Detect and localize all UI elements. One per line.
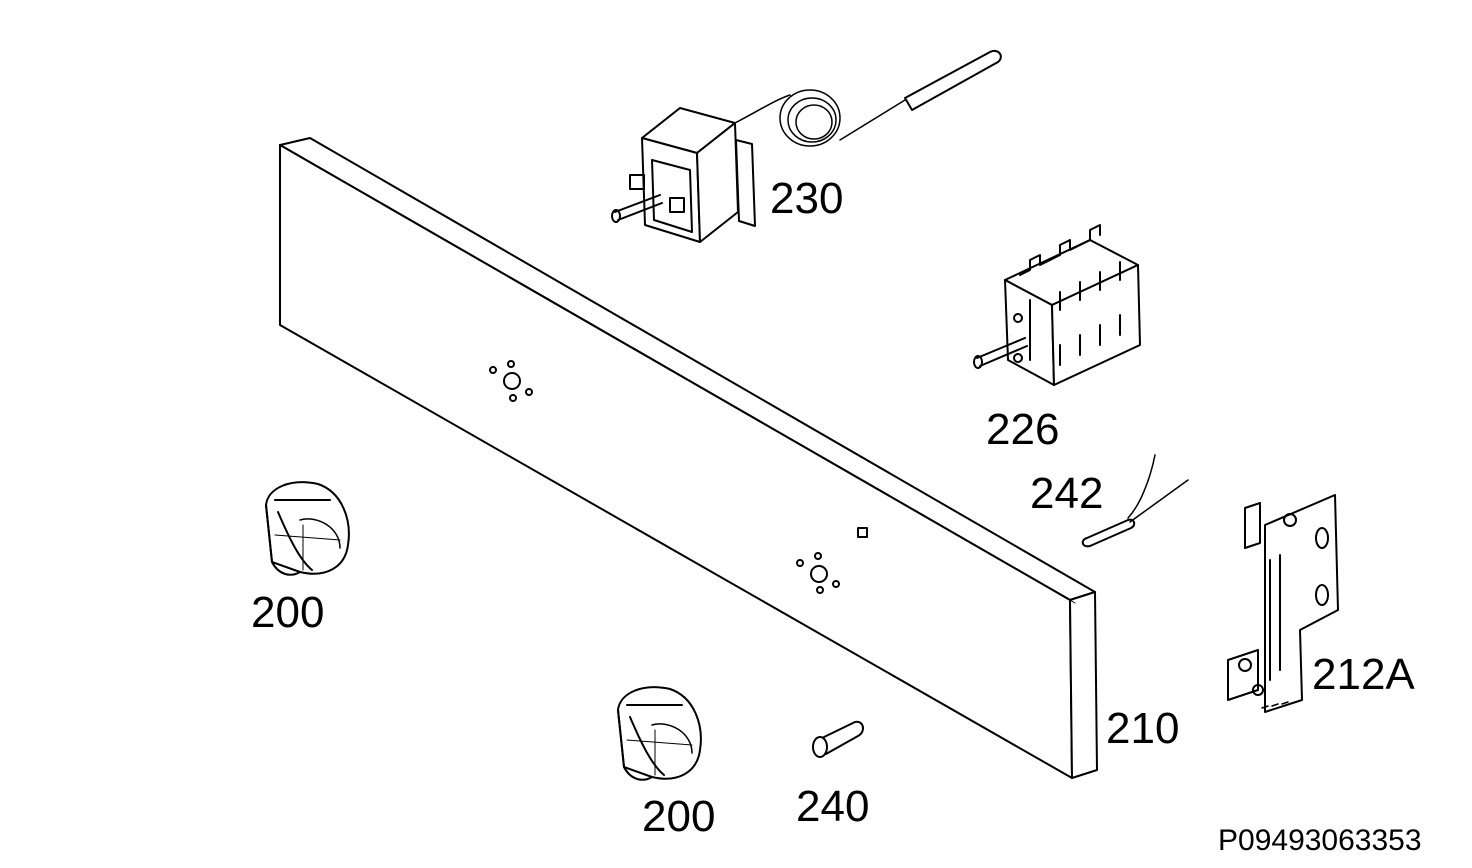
part-label-240: 240 — [796, 782, 870, 831]
thermostat-part — [611, 50, 1002, 243]
knob-bottom-part — [617, 686, 702, 781]
control-panel-part — [279, 137, 1098, 779]
part-label-200-left: 200 — [251, 588, 325, 637]
hinge-bracket-part — [1227, 494, 1339, 713]
part-label-242: 242 — [1030, 469, 1104, 518]
knob-left-part — [265, 481, 350, 576]
part-label-212a: 212A — [1312, 650, 1415, 699]
part-label-230: 230 — [770, 174, 844, 223]
part-label-200-bottom: 200 — [642, 792, 716, 841]
part-label-226: 226 — [986, 405, 1060, 454]
selector-switch-part — [973, 224, 1141, 386]
sensor-part — [1081, 454, 1189, 548]
indicator-lamp-part — [812, 720, 864, 758]
drawing-code: P09493063353 — [1218, 824, 1422, 857]
part-label-210: 210 — [1106, 704, 1180, 753]
